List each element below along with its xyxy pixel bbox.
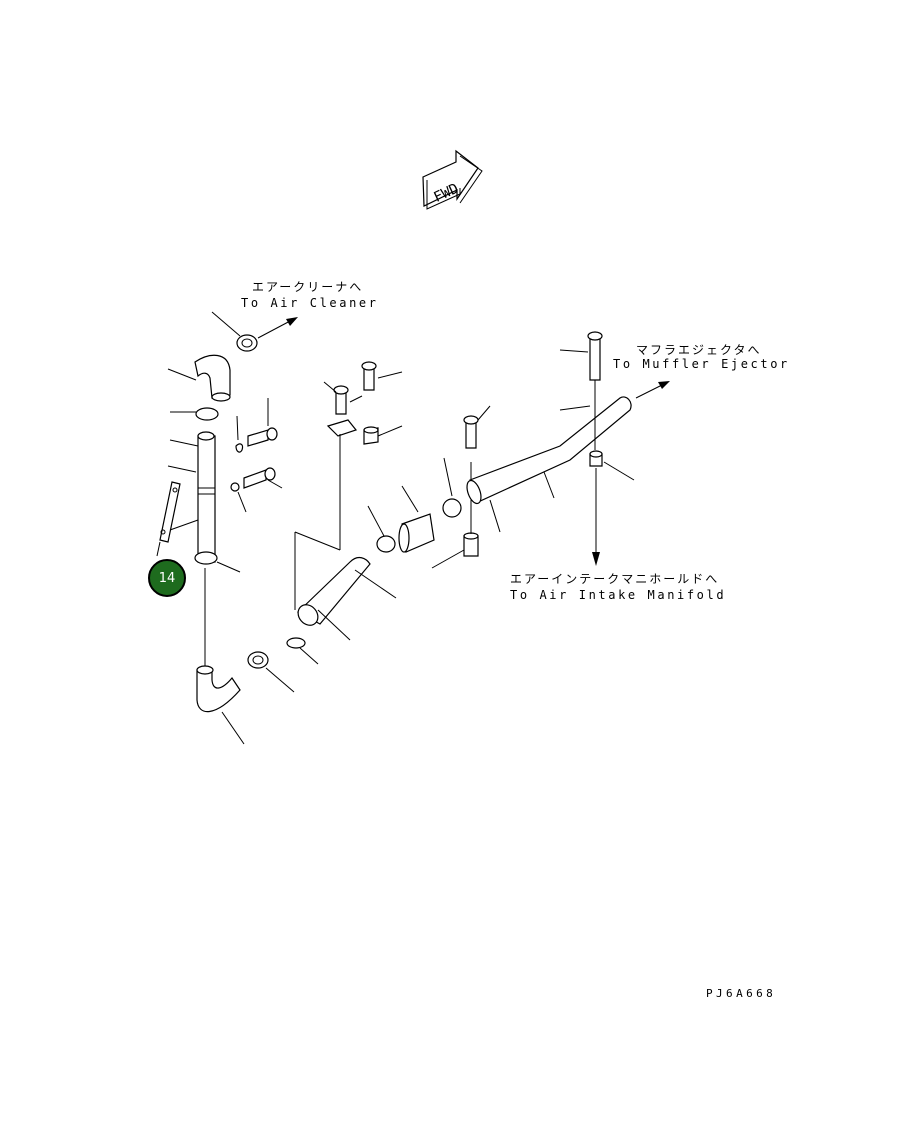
clamp-right — [442, 457, 462, 518]
lower-elbow-hose — [196, 665, 245, 745]
fwd-arrow-icon: FWD — [422, 149, 483, 210]
bracket-strap — [156, 481, 199, 557]
bolt-right-1 — [463, 405, 491, 449]
clamp-lower — [194, 551, 241, 668]
callout-number: 14 — [158, 570, 176, 586]
clamp-bottom — [247, 651, 295, 693]
muffler-pipe — [466, 396, 632, 533]
clamp-2 — [170, 407, 219, 421]
air-cleaner-label-jp: エアークリーナへ — [252, 280, 364, 294]
middle-hose — [296, 556, 397, 641]
manifold-label-jp: エアーインテークマニホールドへ — [510, 572, 720, 586]
manifold-label-en: To Air Intake Manifold — [510, 588, 727, 602]
muffler-label-en: To Muffler Ejector — [613, 357, 790, 371]
clamp-top — [211, 311, 258, 352]
muffler-arrow — [635, 381, 670, 399]
clamp-middle — [367, 505, 396, 553]
sleeve-middle — [398, 485, 435, 553]
bolt-middle-1 — [323, 381, 349, 415]
upper-elbow-hose — [167, 354, 231, 402]
spacer-far-right — [589, 450, 635, 566]
air-cleaner-arrow — [257, 317, 298, 339]
bolt-2 — [230, 467, 283, 513]
nut-middle — [286, 637, 319, 665]
spacer-middle — [363, 425, 403, 445]
bolt-middle-2 — [361, 361, 403, 391]
bolt-1 — [235, 398, 278, 453]
air-cleaner-label-en: To Air Cleaner — [241, 296, 379, 310]
bolt-right-2 — [559, 331, 603, 450]
bracket-middle — [294, 395, 363, 610]
muffler-label-jp: マフラエジェクタへ — [636, 343, 762, 357]
vertical-tube — [167, 431, 216, 563]
drawing-code: PJ6A668 — [706, 987, 777, 1000]
callout-14[interactable]: 14 — [148, 559, 186, 597]
